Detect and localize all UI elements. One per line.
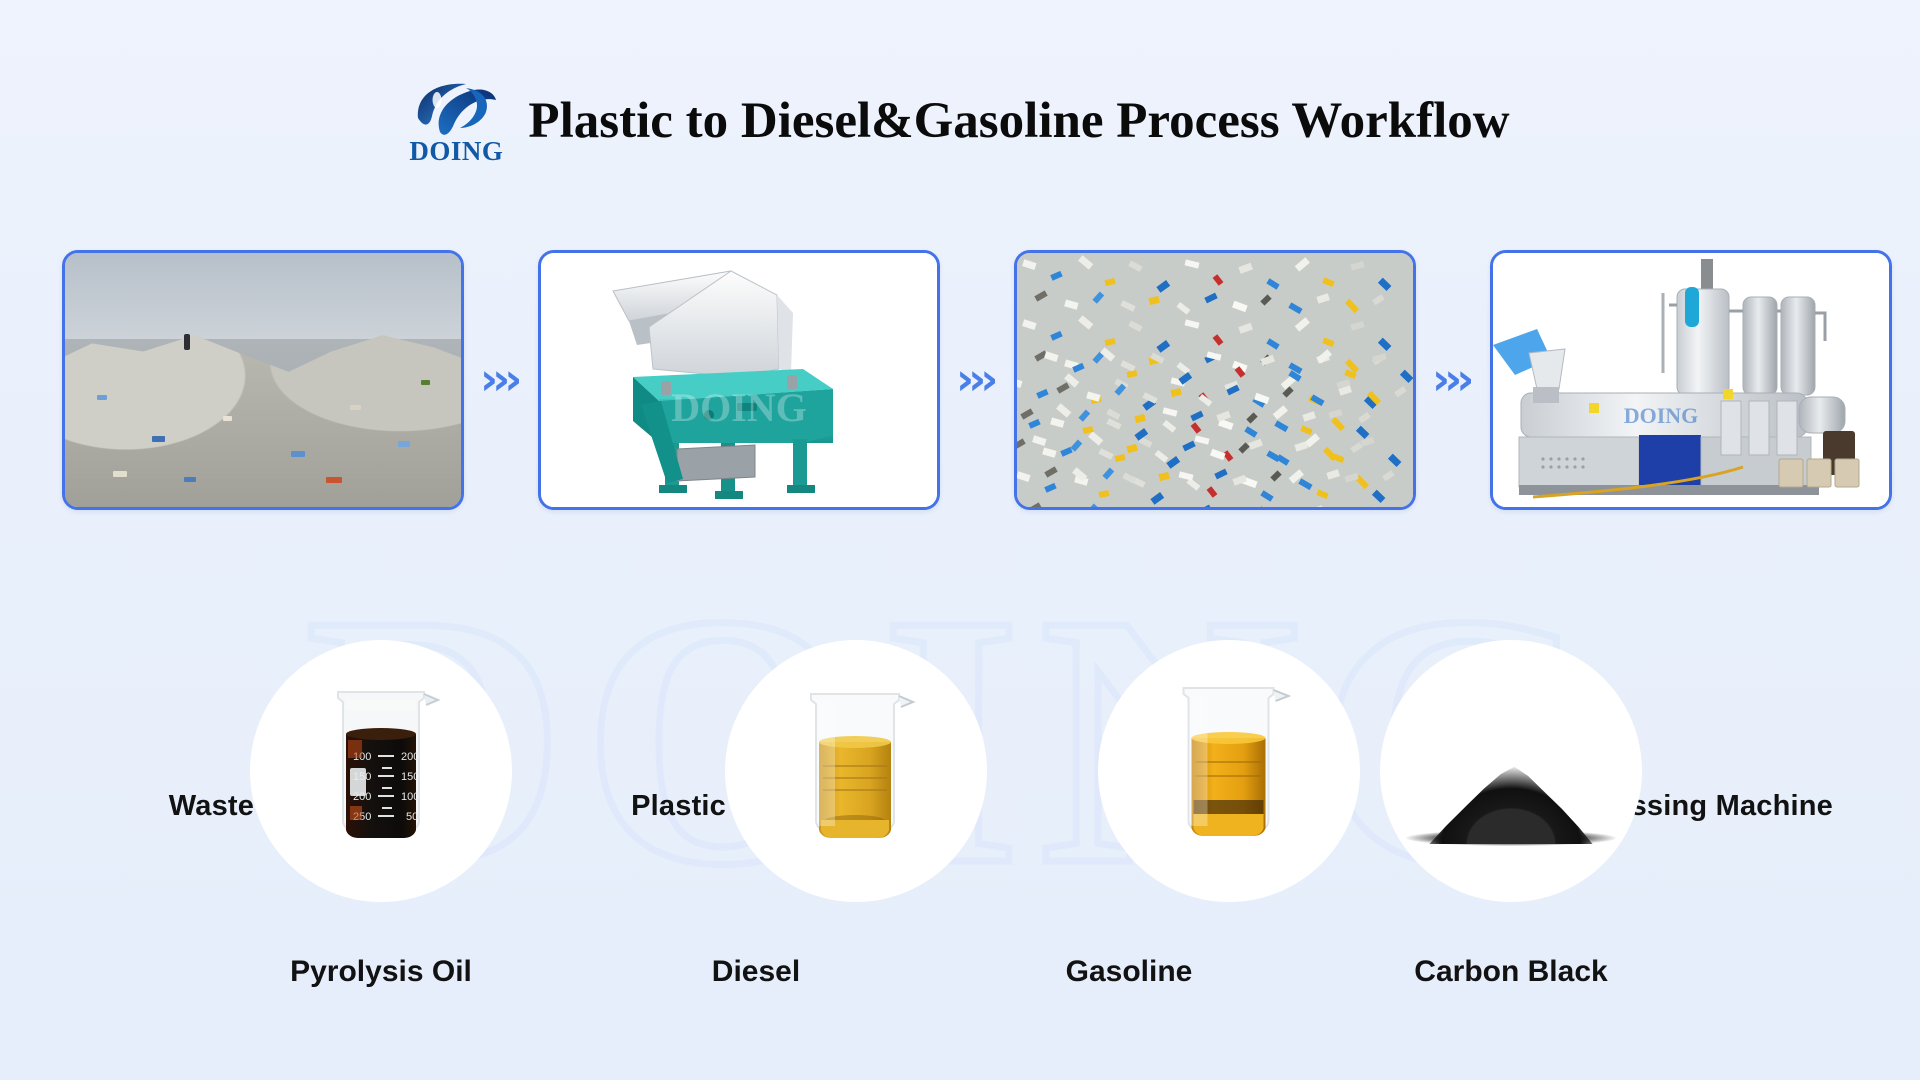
debris-speck — [326, 476, 343, 483]
process-card-processing-machine[interactable]: DOING — [1490, 250, 1892, 510]
page-title: Plastic to Diesel&Gasoline Process Workf… — [528, 93, 1510, 149]
chevron-right-icon: ››› — [1432, 354, 1474, 405]
chevron-right-icon: ››› — [956, 354, 998, 405]
process-card-plastic-pieces[interactable] — [1014, 250, 1416, 510]
svg-text:50: 50 — [406, 811, 418, 823]
chevron-right-icon: ››› — [480, 354, 522, 405]
doing-wave-logo-icon — [410, 78, 502, 140]
process-card-plastic-crusher[interactable]: DOING — [538, 250, 940, 510]
plastic-crusher-machine-photo: DOING — [541, 253, 937, 507]
product-label-diesel: Diesel — [711, 955, 801, 988]
beaker-of-yellow-diesel-photo — [781, 670, 931, 865]
product-label-gasoline: Gasoline — [1065, 955, 1193, 988]
debris-speck — [397, 440, 410, 447]
product-circle-gasoline[interactable] — [1098, 640, 1360, 902]
pyrolysis-processing-machine-photo: DOING — [1493, 253, 1889, 507]
trash-ridge-layer — [65, 335, 461, 507]
process-card-waste-plastic[interactable] — [62, 250, 464, 510]
header: DOING Plastic to Diesel&Gasoline Process… — [0, 78, 1920, 166]
process-arrow-2: ››› — [956, 354, 998, 405]
svg-text:100: 100 — [401, 791, 419, 803]
doing-logo: DOING — [409, 78, 503, 166]
process-row: ››› — [0, 250, 1920, 822]
sky-layer — [65, 253, 461, 340]
debris-speck — [112, 471, 127, 478]
debris-speck — [152, 435, 166, 442]
svg-text:150: 150 — [401, 771, 419, 783]
product-circle-diesel[interactable] — [725, 640, 987, 902]
svg-text:DOING: DOING — [671, 385, 807, 430]
process-arrow-3: ››› — [1432, 354, 1474, 405]
product-label-carbon-black: Carbon Black — [1414, 955, 1608, 988]
svg-text:DOING: DOING — [1624, 403, 1699, 428]
process-arrow-1: ››› — [480, 354, 522, 405]
product-circle-carbon-black[interactable] — [1380, 640, 1642, 902]
landfill-of-waste-plastic-photo — [65, 253, 461, 507]
product-label-pyrolysis-oil: Pyrolysis Oil — [290, 955, 472, 988]
debris-speck — [290, 451, 305, 458]
doing-logo-wordmark: DOING — [409, 136, 504, 166]
svg-text:200: 200 — [401, 751, 419, 763]
person-silhouette — [183, 334, 190, 351]
shredded-plastic-flakes-photo — [1017, 253, 1413, 507]
debris-speck — [96, 395, 107, 401]
debris-speck — [223, 415, 233, 421]
beaker-of-amber-gasoline-photo — [1152, 662, 1307, 867]
debris-speck — [183, 476, 196, 482]
carbon-black-heap — [1429, 766, 1593, 844]
debris-speck — [350, 405, 362, 411]
debris-speck — [421, 380, 431, 385]
